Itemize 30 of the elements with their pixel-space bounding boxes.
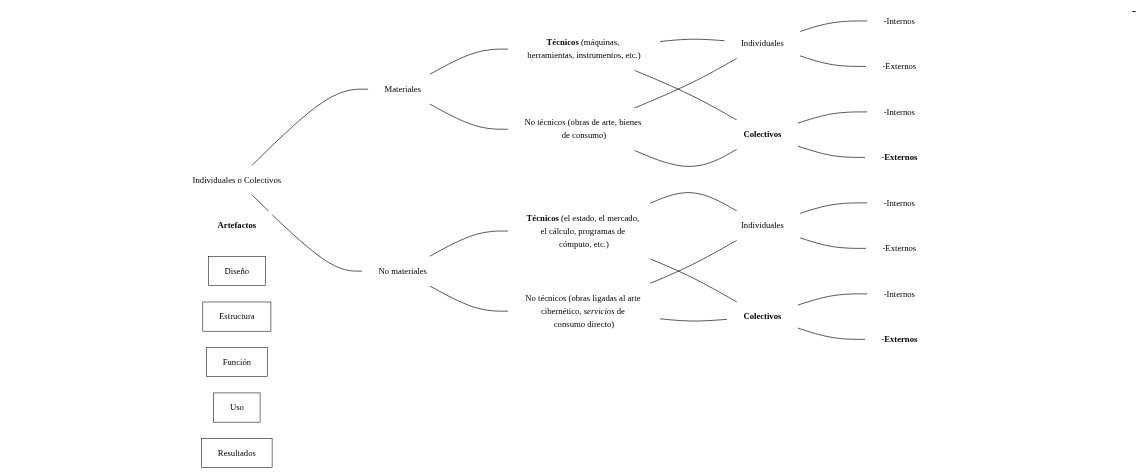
node-text: -Internos bbox=[883, 198, 915, 208]
node-text: Colectivos bbox=[743, 311, 782, 321]
connector bbox=[649, 239, 738, 284]
node-text: No técnicos (obras de arte, bienes de consumo) bbox=[524, 117, 642, 141]
connector bbox=[633, 58, 738, 109]
node-text: Individuales bbox=[741, 38, 784, 49]
node-text: Individuales o Colectivos bbox=[192, 175, 282, 185]
node-text: -Externos bbox=[882, 243, 917, 253]
node-text: -Externos bbox=[881, 152, 918, 162]
node-box: Uso bbox=[213, 392, 261, 423]
node-text: No materiales bbox=[378, 266, 427, 276]
node-text: Técnicos (el estado, el mercado, el cálculo, programas de cómputo, etc.) bbox=[526, 213, 640, 249]
node-text: -Externos bbox=[882, 61, 917, 71]
node-box: Diseño bbox=[208, 256, 266, 286]
node-box: Resultados bbox=[201, 438, 273, 468]
node-text: Colectivos bbox=[743, 129, 782, 139]
node-text: Técnicos (máquinas, herramientas, instrumentos, etc.) bbox=[527, 37, 641, 60]
node-text: Materiales bbox=[384, 84, 422, 94]
node-text: Individuales bbox=[741, 220, 784, 230]
node-text: -Internos bbox=[883, 16, 915, 26]
node-text: No técnicos (obras ligadas al arte cibernético, servicios de consumo directo) bbox=[525, 293, 641, 329]
stray-mark: - bbox=[1132, 4, 1136, 19]
node-text: Artefactos bbox=[217, 220, 257, 230]
node-box: Estructura bbox=[202, 301, 272, 332]
connector bbox=[649, 258, 738, 303]
connector bbox=[633, 69, 738, 121]
node-text: -Internos bbox=[883, 288, 915, 299]
node-text: -Externos bbox=[881, 334, 918, 344]
node-text: -Internos bbox=[883, 107, 915, 117]
node-box: Función bbox=[206, 347, 268, 377]
